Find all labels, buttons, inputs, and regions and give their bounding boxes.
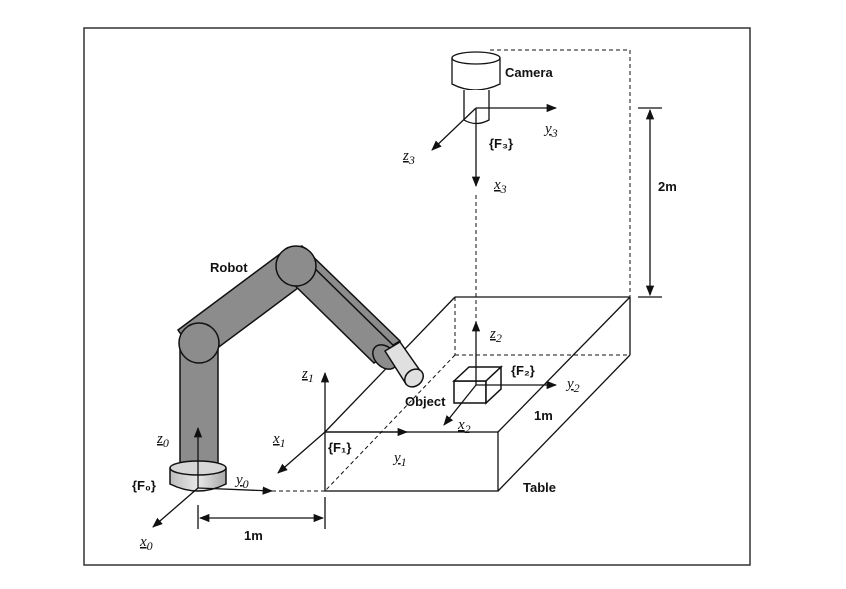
frame-f2-label: {F₂}	[511, 363, 535, 378]
table-depth-label: 1m	[534, 408, 553, 423]
z2-axis-label: z2	[489, 326, 502, 345]
figure-border	[83, 27, 751, 566]
x0-axis-label: x0	[139, 534, 153, 553]
z3-axis-label: z3	[402, 148, 415, 167]
y0-axis-arrow	[197, 486, 274, 495]
frame-f0-label: {F₀}	[132, 478, 156, 493]
x0-axis-arrow	[152, 487, 199, 528]
frame-f1-axes	[277, 371, 409, 474]
x2-axis-arrow	[443, 384, 477, 426]
frame-f0-axes	[152, 426, 325, 528]
base-distance-label: 1m	[244, 528, 263, 543]
z0-axis-label: z0	[156, 431, 169, 450]
robot-arm	[169, 245, 424, 492]
x1-axis-arrow	[277, 431, 326, 474]
robot-label: Robot	[210, 260, 248, 275]
frame-f1-label: {F₁}	[328, 440, 351, 455]
x2-axis-label: x2	[457, 417, 471, 436]
object-label: Object	[405, 394, 446, 409]
camera-height-dimension	[638, 107, 662, 298]
x1-axis-label: x1	[272, 431, 286, 450]
x3-axis-label: x3	[493, 177, 507, 196]
frame-f2-axes	[443, 320, 558, 426]
table-front-face	[324, 431, 499, 492]
camera-height-label: 2m	[658, 179, 677, 194]
frame-f3-axes	[431, 103, 558, 188]
z3-axis-arrow	[431, 107, 477, 151]
base-distance-dimension	[197, 497, 326, 529]
y1-axis-label: y1	[392, 450, 407, 469]
camera	[451, 51, 501, 125]
y0-axis-label: y0	[234, 472, 249, 491]
z1-axis-label: z1	[301, 366, 314, 385]
y2-axis-label: y2	[565, 376, 580, 395]
table-label: Table	[523, 480, 556, 495]
y3-axis-label: y3	[543, 121, 558, 140]
camera-label: Camera	[505, 65, 553, 80]
frame-f3-label: {F₃}	[489, 136, 513, 151]
